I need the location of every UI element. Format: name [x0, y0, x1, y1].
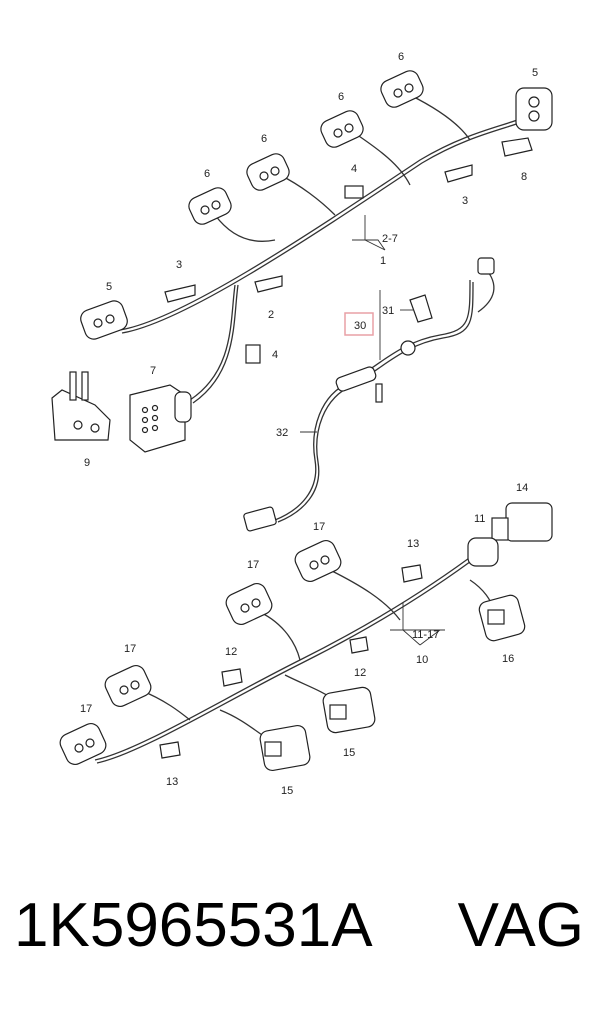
clip-13-bottom	[159, 741, 181, 759]
callout-2-7: 2-7	[382, 233, 398, 245]
callout-6b: 6	[261, 133, 267, 145]
callout-30-highlight	[344, 312, 374, 336]
callout-17d: 17	[80, 703, 92, 715]
callout-17b: 17	[247, 559, 259, 571]
connector-13-top	[401, 564, 423, 583]
connector-6d	[380, 70, 424, 108]
callout-6d: 6	[398, 51, 404, 63]
connector-11	[467, 537, 499, 567]
callout-13-bottom: 13	[166, 776, 178, 788]
connector-16	[478, 594, 526, 642]
connector-17d	[59, 722, 107, 766]
connector-15-right	[322, 686, 376, 734]
connector-6c	[320, 110, 364, 148]
callout-1: 1	[380, 255, 386, 267]
footer: 1K5965531A VAG	[0, 890, 600, 990]
callout-15-right: 15	[343, 747, 355, 759]
callout-10: 10	[416, 654, 428, 666]
callout-4-mid: 4	[272, 349, 278, 361]
clip-12-right	[349, 636, 369, 654]
callout-17c: 17	[124, 643, 136, 655]
callout-16: 16	[502, 653, 514, 665]
connector-5-right	[515, 87, 553, 131]
callout-8: 8	[521, 171, 527, 183]
connector-5-left	[80, 300, 128, 340]
connector-6a	[188, 187, 232, 225]
sensor-cable	[243, 257, 495, 532]
callout-11: 11	[474, 513, 485, 525]
callout-15-bottom: 15	[281, 785, 293, 797]
part-number: 1K5965531A	[14, 891, 373, 960]
bracket-9	[51, 371, 111, 441]
connector-14	[491, 502, 553, 542]
callout-12-right: 12	[354, 667, 366, 679]
callout-31: 31	[382, 305, 394, 317]
clip-8	[501, 137, 533, 157]
callout-3-left: 3	[176, 259, 182, 271]
callout-17a: 17	[313, 521, 325, 533]
callout-9: 9	[84, 457, 90, 469]
callout-5-right: 5	[532, 67, 538, 79]
callout-14: 14	[516, 482, 528, 494]
clip-12-left	[221, 668, 243, 687]
callout-7: 7	[150, 365, 156, 377]
callout-6c: 6	[338, 91, 344, 103]
callout-6a: 6	[204, 168, 210, 180]
callout-30: 30	[354, 320, 366, 332]
callout-13-top: 13	[407, 538, 419, 550]
wiring-harness-diagram: 6 6 6 6 5 5 4 4 3 3 2 2-7 1 8 7 9 30 31 …	[51, 51, 553, 797]
connector-7	[129, 384, 192, 453]
clip-4-mid	[245, 344, 261, 364]
callout-4-top: 4	[351, 163, 357, 175]
leader-lines	[300, 215, 445, 646]
clip-3-left	[164, 284, 196, 303]
callout-12-left: 12	[225, 646, 237, 658]
clip-4-top	[344, 185, 364, 199]
connector-6b	[246, 153, 290, 191]
callout-32: 32	[276, 427, 288, 439]
connector-17b	[225, 582, 273, 626]
clip-2	[254, 275, 283, 293]
callout-3-right: 3	[462, 195, 468, 207]
connector-15-bottom	[259, 724, 311, 772]
callout-11-17: 11-17	[412, 629, 439, 641]
callout-5-left: 5	[106, 281, 112, 293]
callout-2: 2	[268, 309, 274, 321]
brand-name: VAG	[457, 891, 584, 960]
connector-17a	[294, 539, 342, 583]
connector-17c	[104, 664, 152, 708]
clip-3-right	[444, 164, 473, 183]
